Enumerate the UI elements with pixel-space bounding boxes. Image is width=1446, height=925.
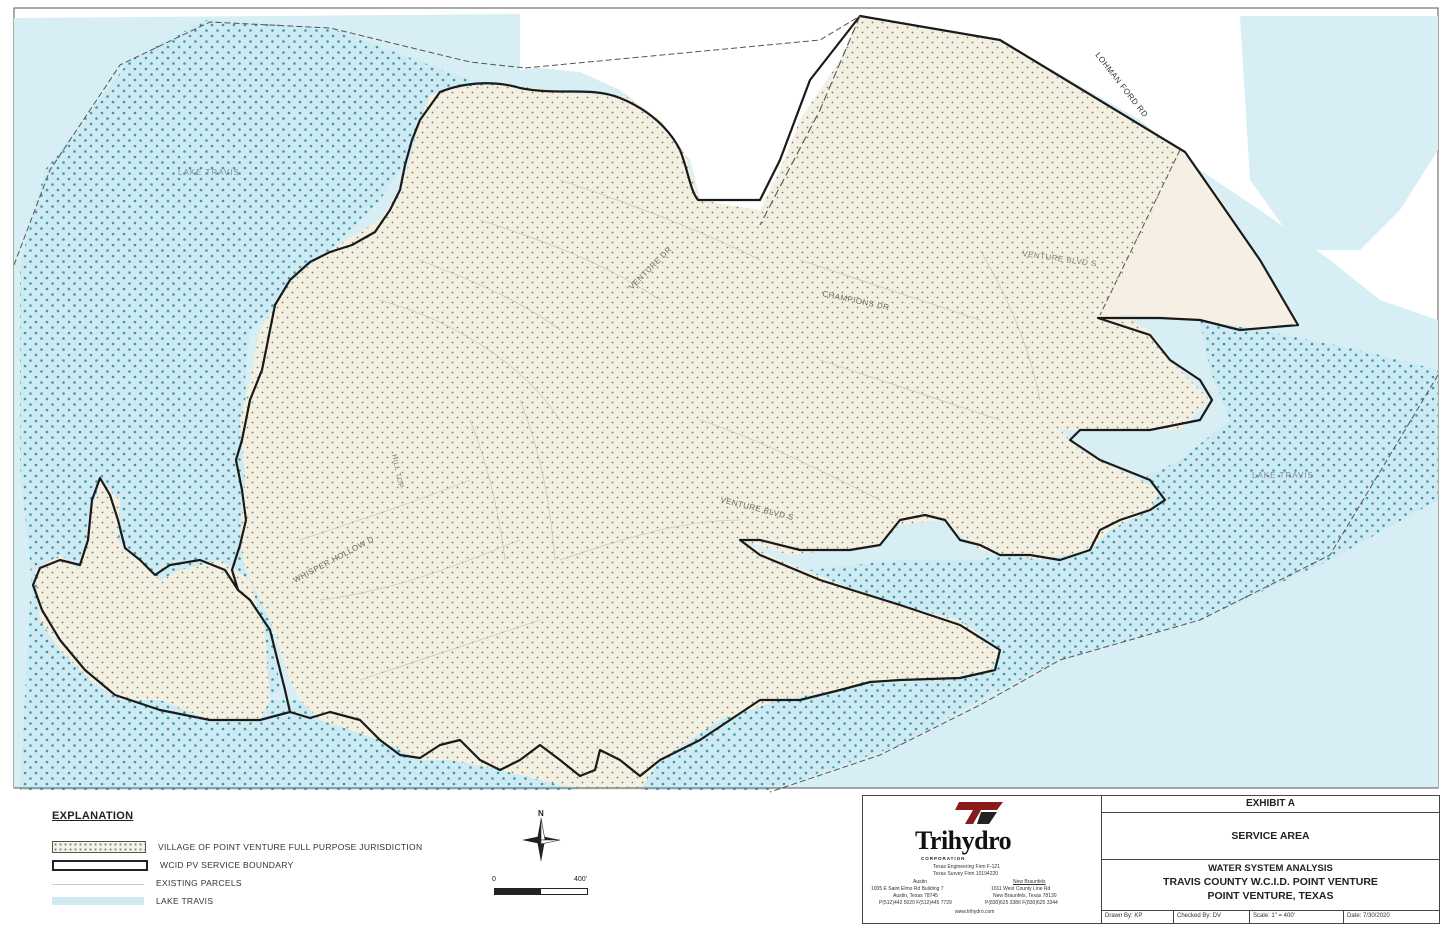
north-label: N xyxy=(538,809,544,818)
jurisdiction-line-east xyxy=(1099,149,1181,316)
lake-travis-upper-right xyxy=(1240,16,1438,250)
lake-travis-label-nw: LAKE TRAVIS xyxy=(178,168,240,177)
lake-travis-label-e: LAKE TRAVIS xyxy=(1252,471,1314,480)
office2-phone: P(830)625 3386 F(830)625 3344 xyxy=(985,900,1058,906)
company-logo-panel: Trihydro CORPORATION Texas Engineering F… xyxy=(863,796,1102,923)
legend-item-jurisdiction: VILLAGE OF POINT VENTURE FULL PURPOSE JU… xyxy=(52,840,422,854)
legend-item-lake: LAKE TRAVIS xyxy=(52,894,213,908)
office1-phone: P(512)442 5020 F(512)445 7729 xyxy=(879,900,952,906)
project-line-2: TRAVIS COUNTY W.C.I.D. POINT VENTURE xyxy=(1163,876,1378,888)
company-name: Trihydro xyxy=(915,826,1012,855)
project-line-3: POINT VENTURE, TEXAS xyxy=(1207,890,1334,902)
scale-start-label: 0 xyxy=(492,876,496,883)
office1-city: Austin xyxy=(913,879,927,885)
north-arrow: N xyxy=(518,806,568,866)
firm-registration-2: Texas Survey Firm 10194220 xyxy=(933,871,999,877)
jurisdiction-lake-dotted-west xyxy=(20,20,520,740)
legend-label: WCID PV SERVICE BOUNDARY xyxy=(160,860,294,870)
existing-parcels xyxy=(299,179,1041,681)
legend-label: VILLAGE OF POINT VENTURE FULL PURPOSE JU… xyxy=(158,842,423,852)
legend-label: EXISTING PARCELS xyxy=(156,878,242,888)
office2-address1: 1011 West County Line Rd xyxy=(991,886,1051,892)
title-block: Trihydro CORPORATION Texas Engineering F… xyxy=(862,795,1440,924)
map-legend: EXPLANATION VILLAGE OF POINT VENTURE FUL… xyxy=(52,810,492,910)
village-jurisdiction-peninsula xyxy=(35,480,270,720)
project-line-1: WATER SYSTEM ANALYSIS xyxy=(1208,863,1333,874)
office2-city: New Braunfels xyxy=(1013,879,1046,885)
jurisdiction-line-mid xyxy=(759,15,861,226)
wcid-service-boundary xyxy=(230,14,1300,778)
date-note: Date: 7/30/2020 xyxy=(1347,913,1390,919)
scale-note: Scale: 1" = 400' xyxy=(1250,910,1344,923)
checked-by: Checked By: DV xyxy=(1174,910,1250,923)
sheet-title: SERVICE AREA xyxy=(1102,813,1439,860)
land-outside-jurisdiction xyxy=(1100,150,1300,330)
project-title-block: WATER SYSTEM ANALYSIS TRAVIS COUNTY W.C.… xyxy=(1102,860,1439,911)
jurisdiction-line-north xyxy=(524,15,861,69)
drawn-by: Drawn By: KP xyxy=(1102,910,1174,923)
office1-address1: 1005 E Saint Elmo Rd Building 7 xyxy=(871,886,944,892)
line-swatch xyxy=(52,883,144,885)
legend-item-service-boundary: WCID PV SERVICE BOUNDARY xyxy=(52,858,293,872)
company-website: www.trihydro.com xyxy=(955,909,995,915)
dotted-fill-swatch xyxy=(52,841,146,853)
firm-registration-1: Texas Engineering Firm F-121 xyxy=(933,864,1000,870)
office1-address2: Austin, Texas 78745 xyxy=(893,893,938,899)
office2-address2: New Braunfels, Texas 78130 xyxy=(993,893,1057,899)
jurisdiction-line-south xyxy=(769,374,1439,793)
company-corporation: CORPORATION xyxy=(921,856,966,861)
lake-swatch xyxy=(52,897,144,905)
legend-item-parcels: EXISTING PARCELS xyxy=(52,876,242,890)
village-jurisdiction-land xyxy=(240,15,1210,790)
wcid-service-boundary-peninsula xyxy=(31,476,291,722)
scale-bar-graphic xyxy=(494,888,588,895)
scale-end-label: 400' xyxy=(574,876,588,883)
scale-bar: 0 400' xyxy=(490,876,600,900)
legend-label: LAKE TRAVIS xyxy=(156,896,214,906)
title-block-info: EXHIBIT A SERVICE AREA WATER SYSTEM ANAL… xyxy=(1102,796,1439,923)
exhibit-label: EXHIBIT A xyxy=(1102,796,1439,813)
upland-top-center xyxy=(520,14,860,210)
legend-title: EXPLANATION xyxy=(52,810,134,822)
compass-icon: N xyxy=(522,809,561,862)
outline-swatch xyxy=(52,859,148,871)
file-path-margin-text xyxy=(2,420,12,900)
jurisdiction-line-west xyxy=(13,21,526,266)
trihydro-logo-icon xyxy=(955,802,1003,824)
